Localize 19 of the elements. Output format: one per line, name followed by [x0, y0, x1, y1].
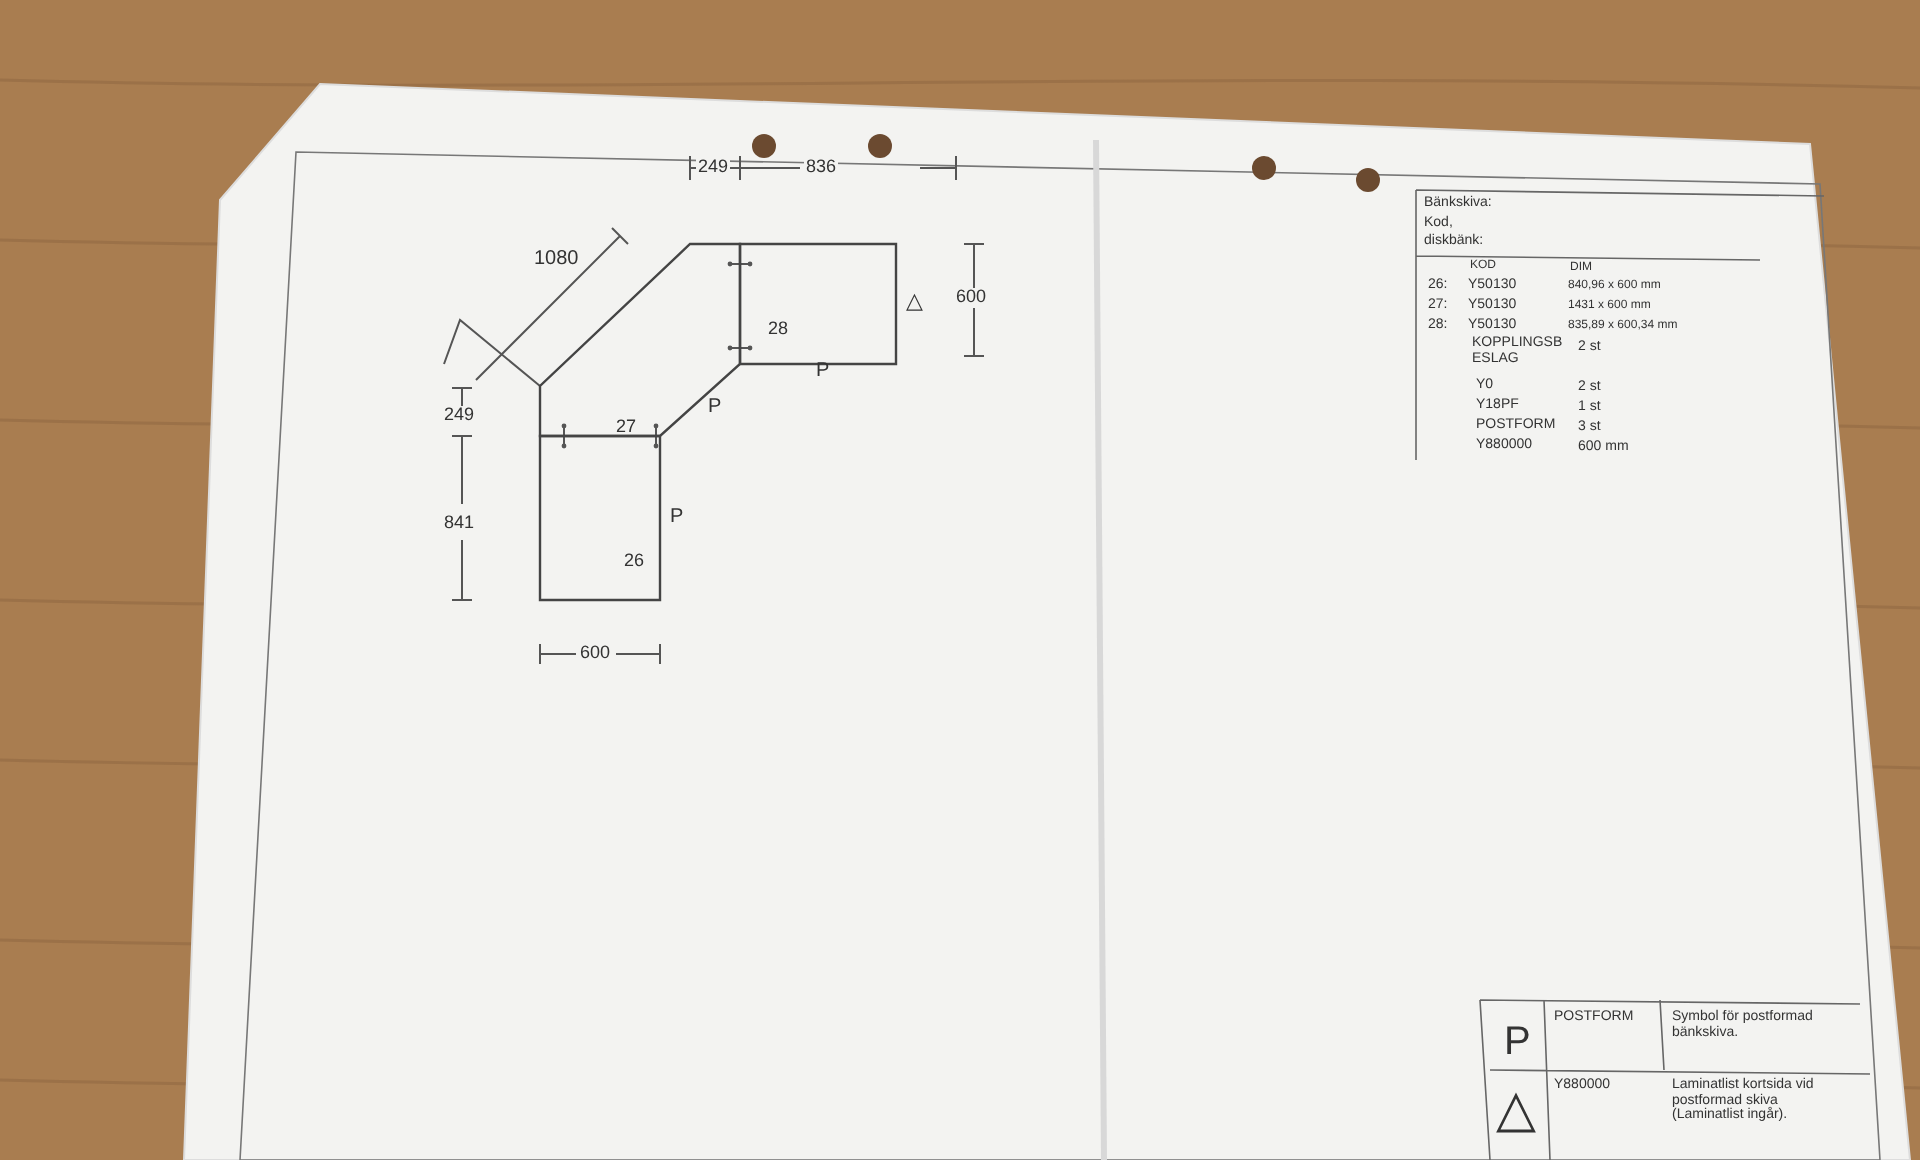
- triangle-symbol: △: [1496, 1080, 1536, 1138]
- dimension-value: 1080: [532, 248, 581, 270]
- edge-symbol: P: [816, 360, 830, 382]
- piece-number: 27: [616, 416, 637, 436]
- countertop-piece: [538, 434, 662, 602]
- dimension-value: 600: [954, 288, 989, 308]
- dimension-value: 249: [696, 158, 731, 178]
- piece-number: 26: [624, 550, 645, 570]
- edge-symbol: △: [906, 288, 922, 314]
- dimension-value: 600: [578, 644, 613, 664]
- postform-symbol: P: [1504, 1020, 1531, 1064]
- dimension-value: 836: [804, 158, 839, 178]
- dimension-value: 841: [442, 514, 477, 534]
- piece-number: 28: [768, 318, 789, 338]
- dimension-value: 249: [442, 406, 477, 426]
- countertop-piece: [738, 242, 898, 366]
- edge-symbol: P: [708, 396, 722, 418]
- edge-symbol: P: [670, 506, 684, 528]
- countertop-piece: [538, 242, 742, 438]
